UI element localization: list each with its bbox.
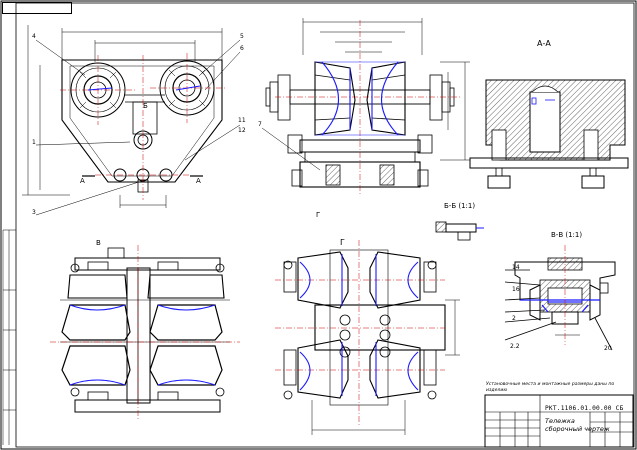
callout-12: 12: [238, 127, 246, 134]
front-view-top-center: [261, 18, 470, 188]
label-mark-a-right: А: [196, 177, 201, 185]
label-view-g: Г: [340, 238, 345, 247]
callout-3: 3: [32, 209, 36, 216]
callout-20: 20: [604, 345, 612, 352]
inner-frame: [15, 2, 635, 448]
section-b-b: [435, 221, 484, 241]
label-mark-a-left: А: [80, 177, 85, 185]
side-view-bottom-left: [60, 247, 230, 413]
title-block-grid: [484, 394, 634, 448]
callout-11: 11: [238, 117, 246, 124]
callout-7: 7: [258, 121, 262, 128]
section-v-v: [504, 257, 616, 351]
top-stamp: [2, 2, 72, 14]
view-g-bottom-center: [283, 249, 460, 435]
label-mark-b: Б: [143, 102, 148, 110]
label-mark-v: В: [96, 239, 101, 247]
callout-4: 4: [32, 33, 36, 40]
callout-5: 5: [240, 33, 244, 40]
callout-6: 6: [240, 45, 244, 52]
callout-16: 16: [512, 286, 520, 293]
callout-14: 14: [512, 264, 520, 271]
title-block-code: РКТ.1106.01.00.00 СБ: [545, 405, 624, 412]
label-section-a-a: А-А: [537, 39, 551, 48]
plan-view-top-left: [22, 25, 241, 216]
section-a-a: [469, 79, 629, 189]
title-block-subtitle: сборочный чертеж: [545, 425, 610, 433]
callout-1: 1: [32, 139, 36, 146]
label-section-b-b: Б-Б (1:1): [444, 202, 476, 210]
title-block-title: Тележка: [545, 417, 575, 425]
callout-2: 2: [512, 315, 516, 322]
assembly-note: Установочные места и монтажные размеры д…: [486, 382, 615, 393]
label-mark-g: Г: [316, 211, 321, 219]
label-section-v-v: В-В (1:1): [551, 231, 583, 239]
callout-2-2: 2.2: [510, 343, 520, 350]
